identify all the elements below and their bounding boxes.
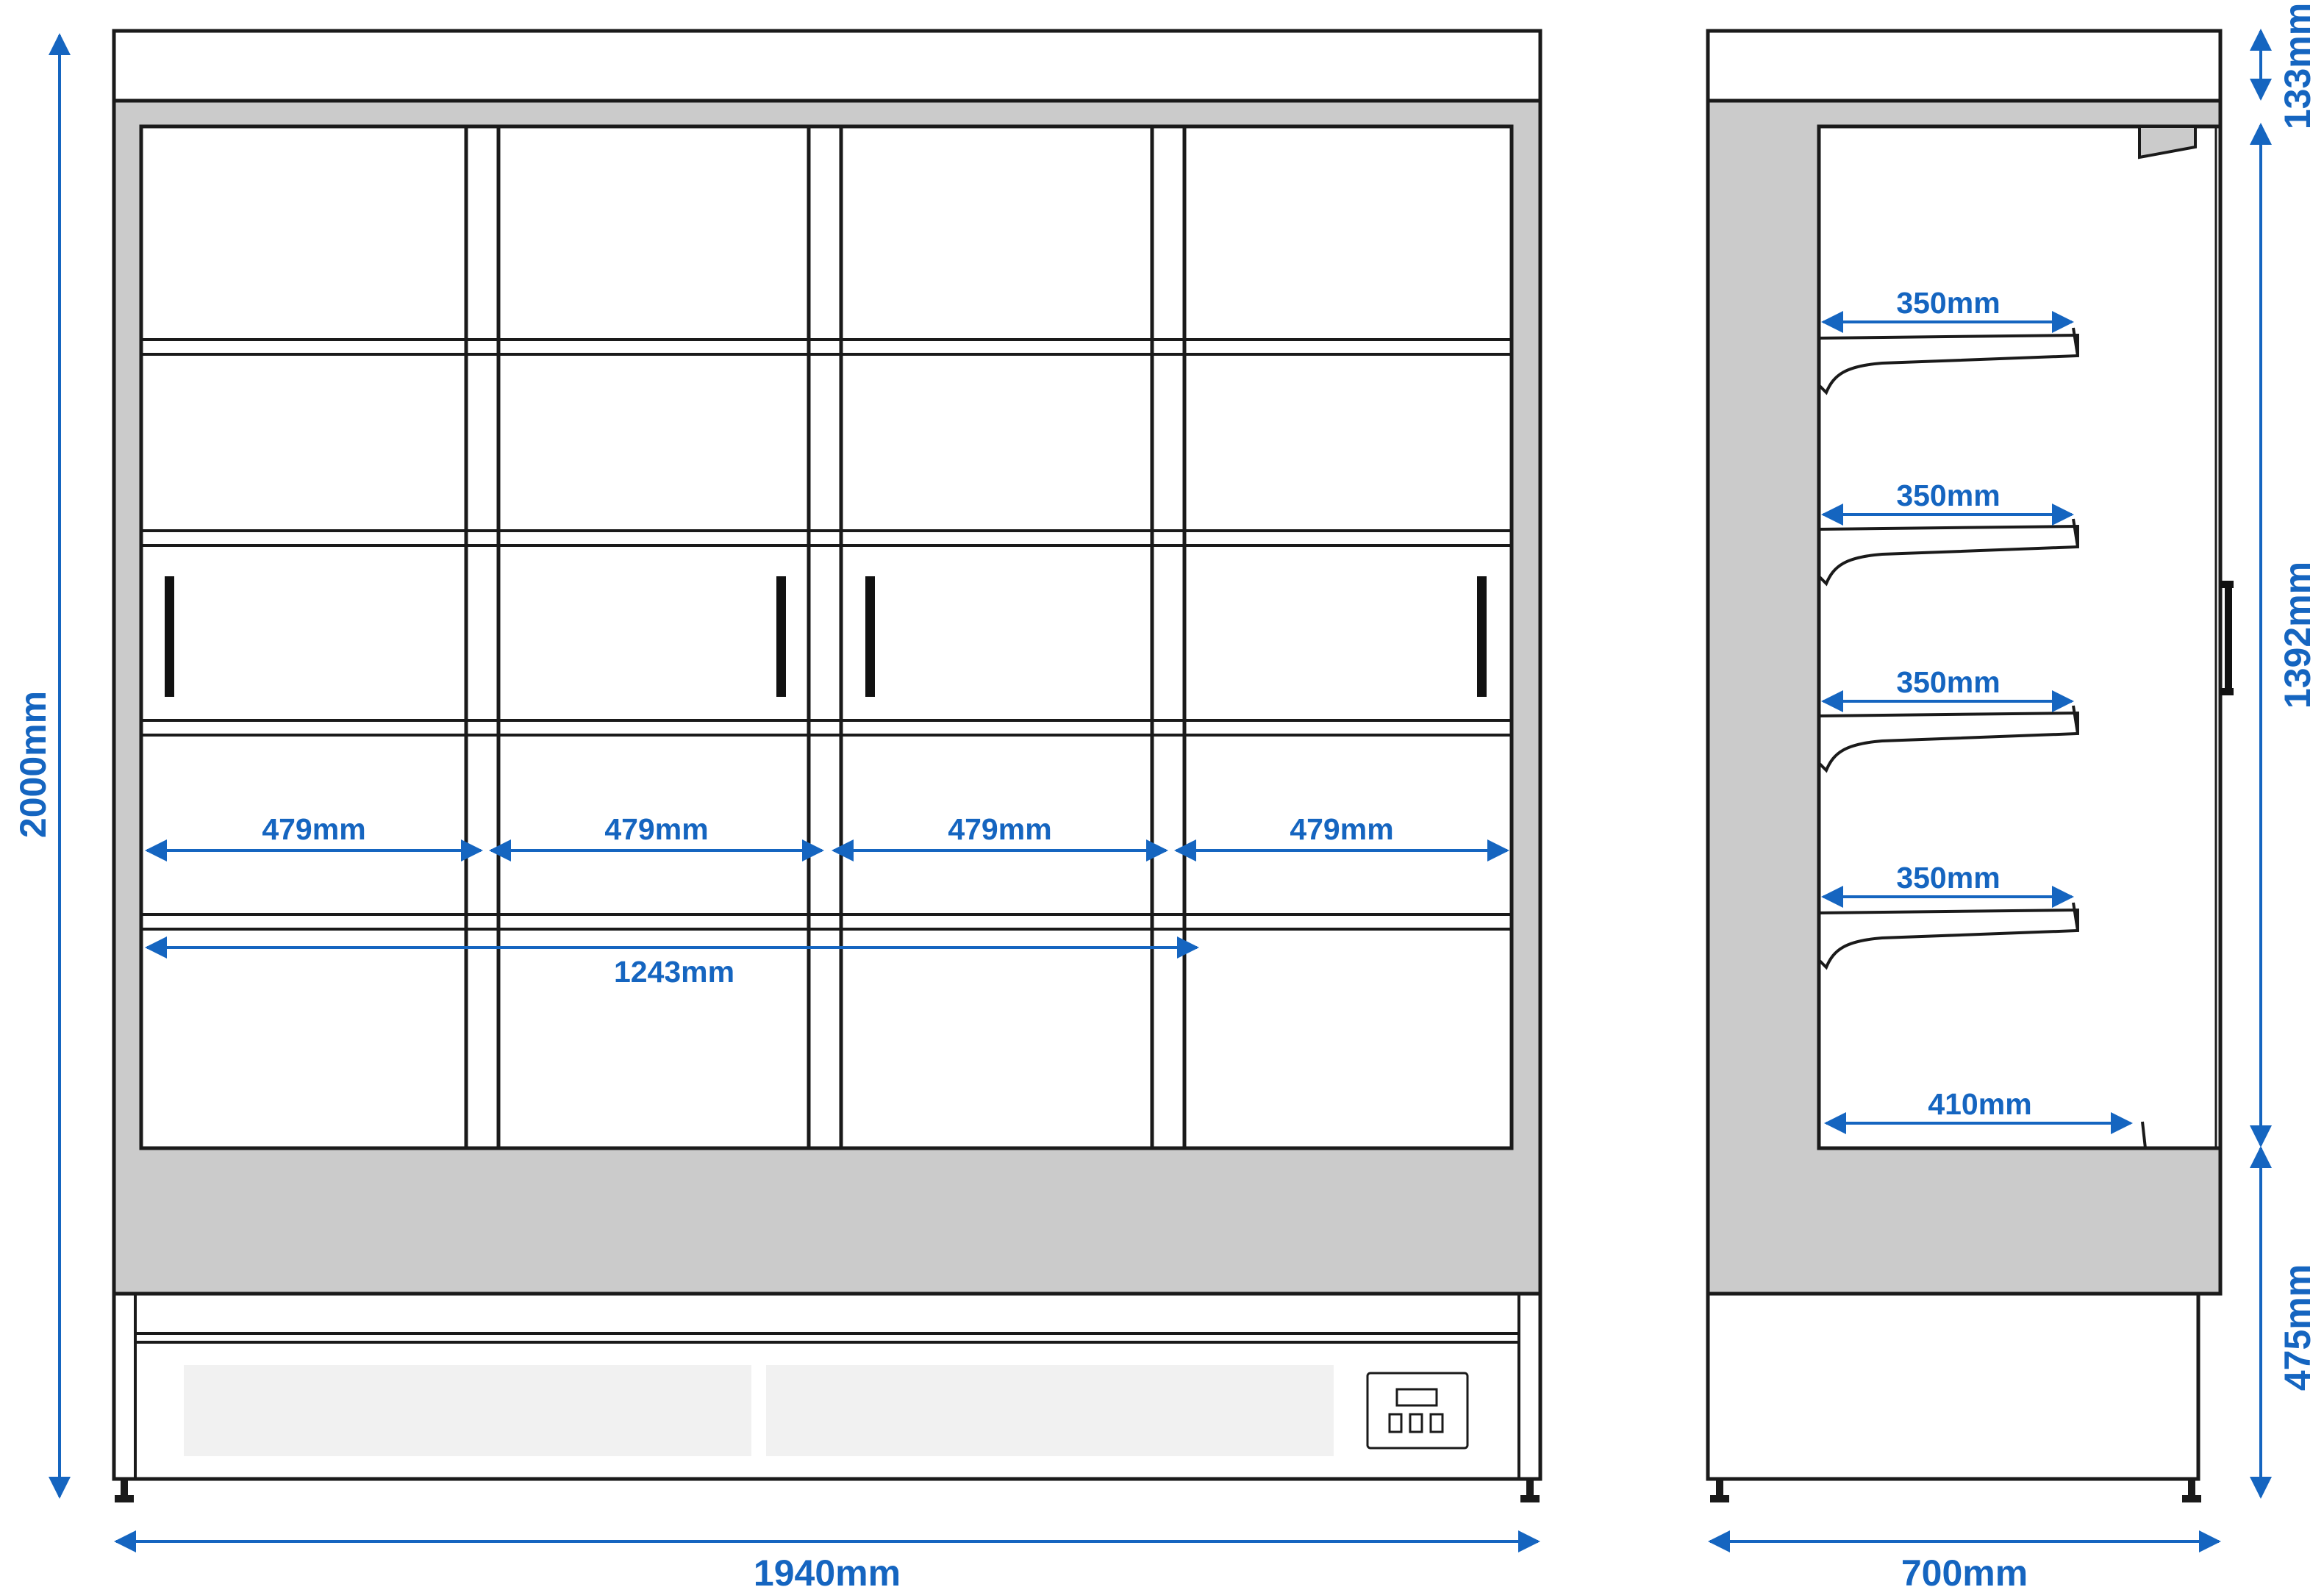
- side-feet: [1710, 1479, 2201, 1502]
- temperature-controller-icon: [1366, 1372, 1469, 1450]
- label-base-depth: 410mm: [1928, 1087, 2031, 1121]
- side-display-opening: [1817, 124, 2223, 1150]
- front-grille-left: [184, 1365, 751, 1456]
- label-canopy-height: 133mm: [2277, 3, 2318, 129]
- label-shelf-depth-2: 350mm: [1896, 479, 2000, 512]
- label-display-height: 1392mm: [2277, 562, 2318, 709]
- label-shelf-width-2: 479mm: [604, 812, 708, 846]
- side-base: [1706, 1292, 2200, 1481]
- front-view: [112, 29, 1542, 1502]
- label-shelf-depth-1: 350mm: [1896, 286, 2000, 320]
- dimension-labels: 479mm 479mm 479mm 479mm 1243mm 2000mm 19…: [12, 3, 2318, 1587]
- side-canopy: [1706, 29, 2223, 103]
- label-overall-width: 1940mm: [754, 1552, 901, 1587]
- label-overall-depth: 700mm: [1901, 1552, 2028, 1587]
- front-shelves: [141, 338, 1512, 931]
- front-canopy: [112, 29, 1542, 103]
- side-handle-icon: [2220, 581, 2234, 695]
- label-shelf-depth-3: 350mm: [1896, 665, 2000, 699]
- side-shelves: [1817, 327, 2147, 1149]
- label-shelf-depth-4: 350mm: [1896, 861, 2000, 895]
- label-overall-height: 2000mm: [12, 691, 54, 838]
- dimension-lines: [49, 29, 2272, 1552]
- label-shelf-width-1: 479mm: [262, 812, 365, 846]
- label-shelf-width-3: 479mm: [948, 812, 1051, 846]
- front-feet: [115, 1479, 1540, 1502]
- side-view: [1706, 29, 2234, 1502]
- label-shelf-width-4: 479mm: [1290, 812, 1393, 846]
- label-base-span: 1243mm: [614, 955, 734, 989]
- door-handle-icon: [165, 576, 1487, 697]
- front-grille-right: [766, 1365, 1334, 1456]
- label-base-height: 475mm: [2277, 1264, 2318, 1391]
- front-display-opening: [139, 124, 1514, 1150]
